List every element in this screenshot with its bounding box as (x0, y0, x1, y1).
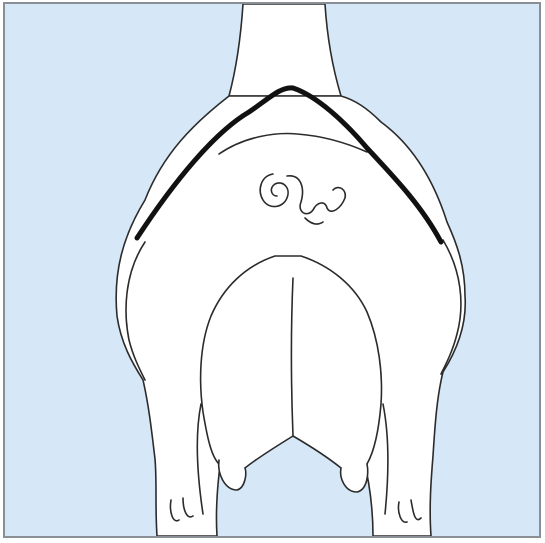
figure-frame (3, 2, 541, 538)
cow-rear-view-illustration (5, 4, 539, 536)
tail (229, 4, 341, 96)
